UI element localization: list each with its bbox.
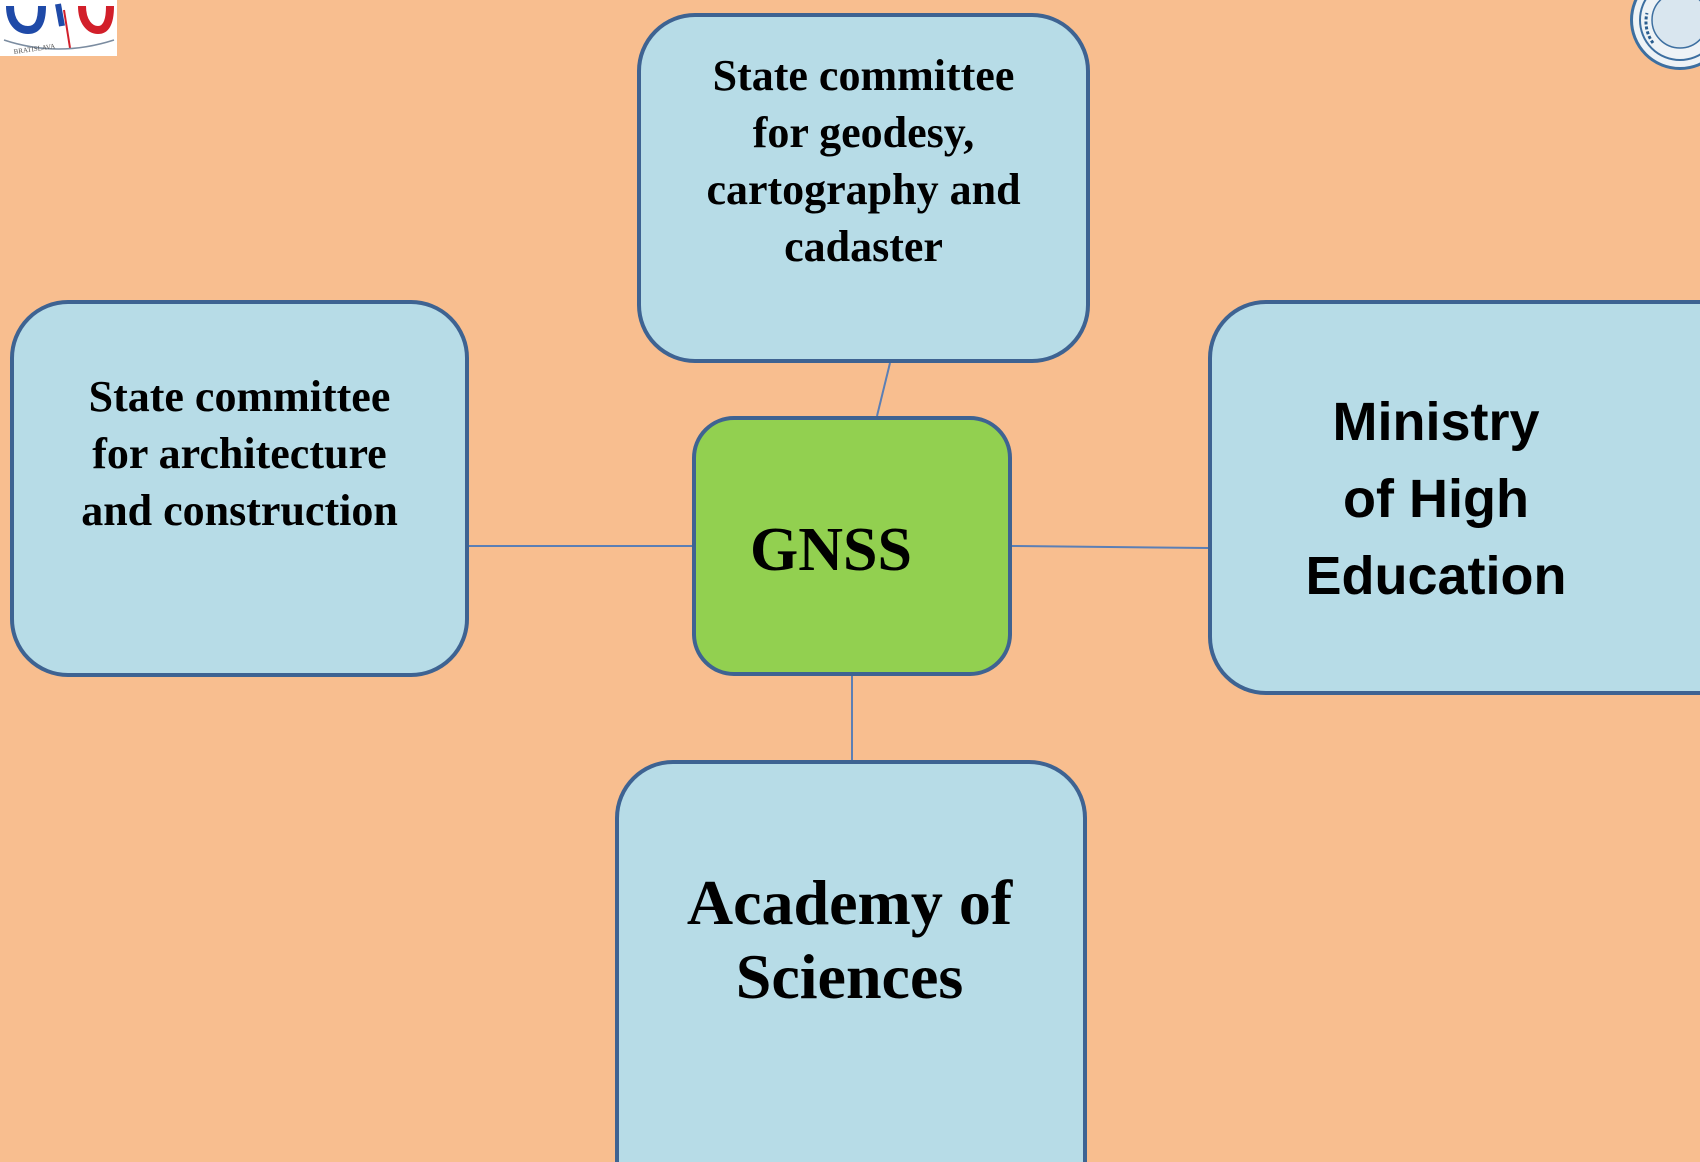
node-academy-of-sciences: Academy of Sciences bbox=[615, 760, 1087, 1162]
node-state-committee-architecture: State committee for architecture and con… bbox=[10, 300, 469, 677]
node-label: Academy of Sciences bbox=[686, 867, 1013, 1012]
node-label: Ministry of High Education bbox=[1305, 392, 1567, 606]
university-logo-icon: BRATISLAVA bbox=[3, 3, 115, 56]
node-ministry-high-education: Ministry of High Education bbox=[1208, 300, 1700, 695]
university-seal bbox=[1630, 0, 1700, 70]
university-logo: BRATISLAVA bbox=[0, 0, 117, 56]
connector-right bbox=[1011, 545, 1209, 549]
node-label: State committee for geodesy, cartography… bbox=[706, 51, 1021, 271]
center-label: GNSS bbox=[750, 515, 912, 584]
node-state-committee-geodesy: State committee for geodesy, cartography… bbox=[637, 13, 1090, 363]
university-seal-icon bbox=[1639, 0, 1700, 61]
connector-top bbox=[876, 362, 891, 417]
node-gnss-center: GNSS bbox=[692, 416, 1012, 676]
node-label: State committee for architecture and con… bbox=[81, 372, 398, 535]
